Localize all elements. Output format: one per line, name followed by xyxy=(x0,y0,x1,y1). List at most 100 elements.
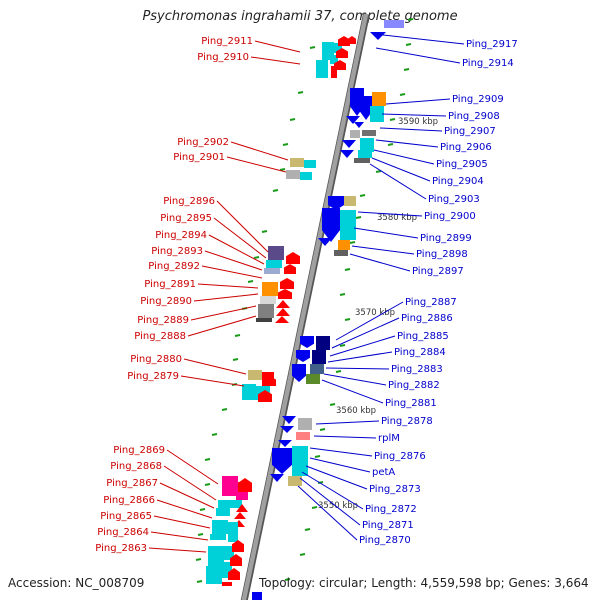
gene-arrow xyxy=(322,208,340,242)
leader-line xyxy=(250,56,301,65)
gene-arrow xyxy=(230,554,242,566)
gene-label: petA xyxy=(372,467,395,478)
gene-box xyxy=(304,160,316,168)
gene-label: Ping_2864 xyxy=(97,527,149,538)
gene-arrow xyxy=(292,364,306,382)
scale-tick xyxy=(197,533,204,536)
gene-arrow xyxy=(236,504,248,512)
gene-box xyxy=(296,432,310,440)
gene-arrow xyxy=(300,336,314,348)
scale-tick xyxy=(253,256,260,259)
scale-tick xyxy=(196,580,203,583)
gene-box xyxy=(330,55,338,64)
gene-box xyxy=(340,210,356,240)
kbp-label: 3550 kbp xyxy=(318,501,358,511)
gene-arrow xyxy=(346,116,360,124)
gene-box xyxy=(248,370,262,380)
gene-label: Ping_2911 xyxy=(201,36,253,47)
leader-line xyxy=(313,435,377,439)
gene-label: Ping_2871 xyxy=(362,520,414,531)
scale-tick xyxy=(247,280,254,283)
gene-label: Ping_2887 xyxy=(405,297,457,308)
scale-tick xyxy=(319,428,326,431)
leader-line xyxy=(305,465,368,490)
gene-label: Ping_2888 xyxy=(134,331,186,342)
gene-box xyxy=(218,500,232,508)
leader-line xyxy=(301,471,364,510)
gene-box xyxy=(316,336,330,350)
leader-line xyxy=(349,253,411,272)
gene-label: Ping_2885 xyxy=(397,331,449,342)
gene-label: Ping_2917 xyxy=(466,39,518,50)
gene-arrow xyxy=(234,512,246,519)
gene-box xyxy=(230,500,242,508)
gene-box xyxy=(298,418,312,430)
gene-label: Ping_2909 xyxy=(452,94,504,105)
kbp-label: 3590 kbp xyxy=(398,117,438,127)
gene-arrow xyxy=(336,48,348,58)
gene-box xyxy=(260,296,276,304)
gene-box xyxy=(288,476,302,486)
leader-line xyxy=(159,482,215,509)
kbp-label: 3580 kbp xyxy=(377,213,417,223)
gene-box xyxy=(310,364,324,374)
gene-label: Ping_2868 xyxy=(110,461,162,472)
leader-line xyxy=(166,449,219,485)
gene-label: rplM xyxy=(378,433,400,444)
gene-box xyxy=(222,582,232,586)
gene-box xyxy=(358,150,372,158)
gene-arrow xyxy=(282,416,296,424)
map-title: Psychromonas ingrahamii 37, complete gen… xyxy=(142,9,458,24)
scale-tick xyxy=(204,483,211,486)
gene-label: Ping_2873 xyxy=(369,484,421,495)
scale-tick xyxy=(407,18,414,21)
leader-line xyxy=(325,367,390,370)
leader-line xyxy=(351,245,415,255)
gene-arrow xyxy=(370,32,386,40)
gene-label: Ping_2891 xyxy=(144,279,196,290)
gene-label: Ping_2884 xyxy=(394,347,446,358)
gene-box xyxy=(222,562,232,578)
leader-line xyxy=(216,200,269,253)
gene-box xyxy=(338,240,350,250)
gene-label: Ping_2897 xyxy=(412,266,464,277)
gene-arrow xyxy=(258,390,272,402)
gene-box xyxy=(228,522,238,542)
leader-line xyxy=(148,547,207,553)
gene-arrow xyxy=(272,448,292,474)
leader-line xyxy=(226,156,287,173)
gene-arrow xyxy=(278,289,292,299)
scale-tick xyxy=(344,318,351,321)
gene-label: Ping_2896 xyxy=(163,196,215,207)
gene-label: Ping_2895 xyxy=(160,213,212,224)
gene-box xyxy=(372,92,386,106)
scale-tick xyxy=(282,143,289,146)
gene-box xyxy=(268,246,284,260)
leader-line xyxy=(375,139,439,148)
leader-line xyxy=(375,47,461,64)
leader-line xyxy=(254,40,301,53)
scale-tick xyxy=(304,528,311,531)
leader-line xyxy=(331,317,400,349)
scale-tick xyxy=(405,43,412,46)
gene-box xyxy=(222,476,238,496)
leader-line xyxy=(323,373,387,386)
scale-tick xyxy=(195,558,202,561)
leader-line xyxy=(357,211,423,217)
gene-box xyxy=(208,546,224,566)
leader-line xyxy=(335,301,404,341)
scale-tick xyxy=(234,334,241,337)
gene-arrow xyxy=(270,474,284,482)
gene-box xyxy=(262,282,278,296)
gene-box xyxy=(286,170,300,179)
gene-arrow xyxy=(276,300,290,308)
scale-tick xyxy=(299,553,306,556)
gene-arrow xyxy=(262,376,276,386)
gene-box xyxy=(266,260,282,268)
leader-line xyxy=(315,420,380,425)
leader-line xyxy=(329,335,396,357)
gene-label: Ping_2907 xyxy=(444,126,496,137)
gene-box xyxy=(210,534,226,540)
gene-label: Ping_2867 xyxy=(106,478,158,489)
